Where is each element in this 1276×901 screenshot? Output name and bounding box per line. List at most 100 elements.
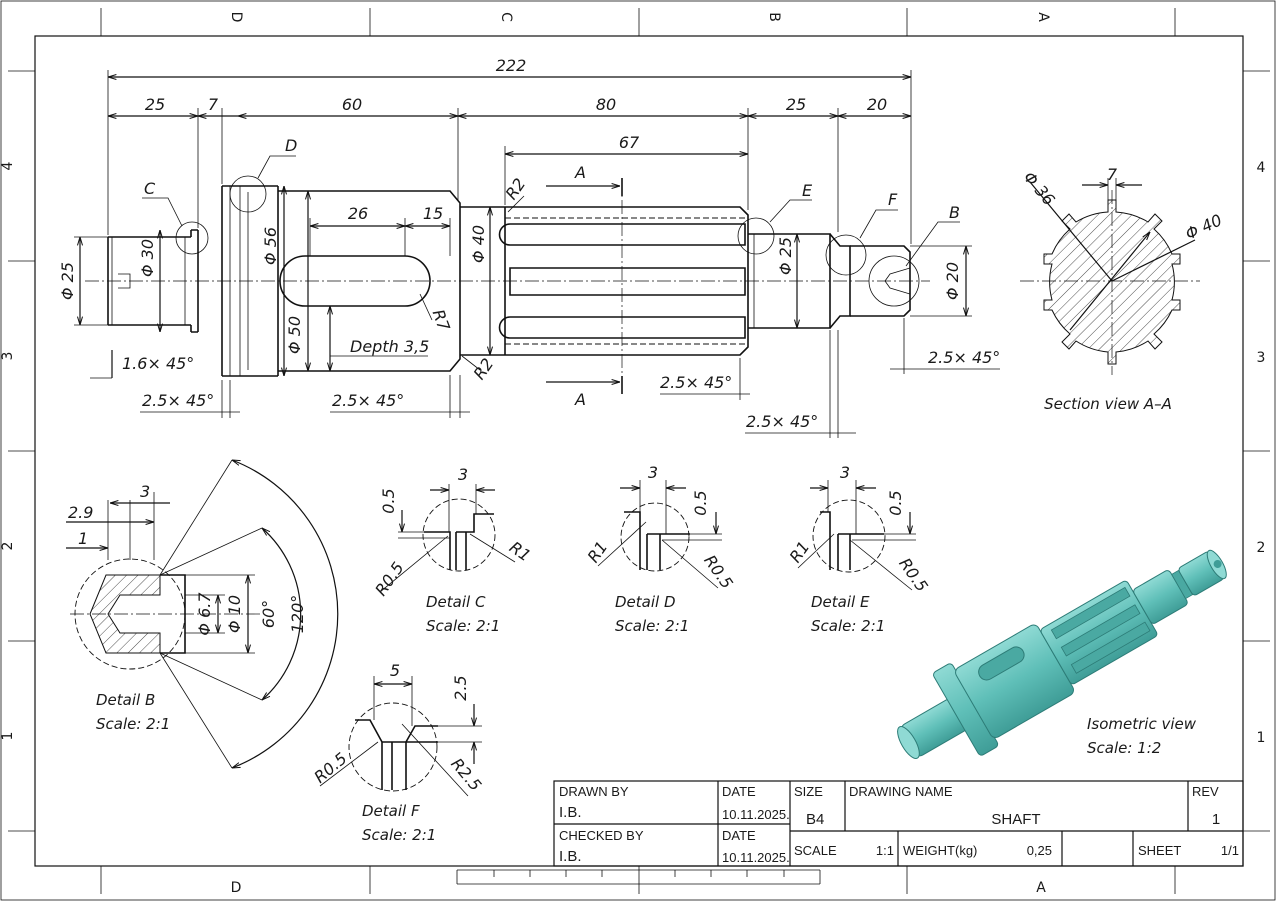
detail-c: 3 0.5 R1 R0.5 Detail C Scale: 2:1 — [371, 465, 534, 635]
section-mark-top: A — [574, 163, 586, 182]
section-d36: Φ 36 — [1020, 168, 1059, 209]
dim-spline-length: 67 — [619, 133, 640, 152]
detail-f-r25: R2.5 — [447, 754, 485, 794]
dim-overall-length: 222 — [496, 56, 527, 75]
tb-date-2: 10.11.2025. — [722, 850, 790, 865]
detail-c-r1: R1 — [506, 538, 534, 566]
zone-row-left-3: 3 — [0, 352, 16, 361]
tb-size: B4 — [806, 811, 824, 828]
dim-seg-6: 20 — [867, 95, 887, 114]
tb-sheet: 1/1 — [1221, 843, 1239, 858]
dim-d25-right: Φ 25 — [776, 237, 795, 275]
tb-date-1: 10.11.2025. — [722, 807, 790, 822]
detail-b-scale: Scale: 2:1 — [96, 715, 170, 733]
dim-chamfer-spline: 2.5× 45° — [660, 373, 732, 392]
detail-f-height: 2.5 — [451, 675, 470, 700]
dim-seg-2: 7 — [208, 95, 219, 114]
detail-b-120deg: 120° — [288, 595, 307, 634]
callout-c: C — [144, 179, 156, 198]
callout-d: D — [285, 136, 297, 155]
dim-d56: Φ 56 — [261, 227, 280, 265]
dim-slot-depth: Depth 3,5 — [350, 337, 429, 356]
isometric-scale: Scale: 1:2 — [1087, 739, 1161, 757]
isometric-view: Isometric view Scale: 1:2 — [897, 549, 1227, 759]
zone-col-top-b: B — [766, 12, 782, 22]
zone-row-left-4: 4 — [0, 161, 16, 170]
zone-col-top-d: D — [228, 12, 244, 23]
tb-date-label-1: DATE — [722, 784, 756, 799]
detail-c-height: 0.5 — [379, 488, 398, 513]
tb-drawn-by: I.B. — [559, 804, 582, 821]
detail-b-title: Detail B — [96, 691, 155, 709]
section-view: Φ 36 Φ 40 7 Section view A–A — [1020, 165, 1225, 413]
detail-c-r05: R0.5 — [371, 558, 408, 599]
detail-f: 5 2.5 R0.5 R2.5 Detail F Scale: 2:1 — [310, 661, 485, 844]
callout-f: F — [888, 190, 898, 209]
detail-e-height: 0.5 — [886, 490, 905, 515]
section-view-title: Section view A–A — [1044, 395, 1172, 413]
detail-b-60deg: 60° — [259, 600, 278, 628]
zone-labels: D C B A D A 4 3 2 1 4 3 2 1 — [0, 12, 1266, 896]
zone-row-right-3: 3 — [1257, 350, 1266, 366]
section-mark-bottom: A — [574, 390, 586, 409]
detail-d-r1: R1 — [584, 538, 612, 566]
detail-e-r1: R1 — [786, 538, 814, 566]
title-block: DRAWN BY I.B. CHECKED BY I.B. DATE 10.11… — [553, 780, 1244, 867]
dim-chamfer-right: 2.5× 45° — [928, 348, 1000, 367]
tb-weight: 0,25 — [1027, 843, 1052, 858]
zone-row-right-4: 4 — [1257, 160, 1266, 176]
detail-b: 2.9 3 1 Φ 6.7 Φ 10 60° 120° Detail B Sca… — [66, 460, 339, 768]
callout-b: B — [949, 203, 960, 222]
zone-col-bottom-d: D — [231, 880, 242, 896]
dim-r2-bottom: R2 — [470, 355, 498, 383]
zone-col-top-c: C — [498, 12, 514, 22]
isometric-shaft-image — [897, 549, 1227, 759]
tb-rev-label: REV — [1192, 784, 1219, 799]
detail-f-width: 5 — [390, 661, 400, 680]
dim-slot-position: 15 — [423, 204, 443, 223]
dim-slot-length: 26 — [348, 204, 368, 223]
zone-col-top-a: A — [1035, 12, 1051, 22]
tb-scale: 1:1 — [876, 843, 894, 858]
dim-seg-4: 80 — [596, 95, 616, 114]
detail-f-title: Detail F — [362, 802, 420, 820]
detail-b-2-9: 2.9 — [68, 503, 93, 522]
dim-r7: R7 — [429, 307, 454, 334]
dim-d25-left: Φ 25 — [58, 262, 77, 300]
tb-drawing-name: SHAFT — [991, 811, 1040, 828]
dim-chamfer-1-6: 1.6× 45° — [122, 354, 194, 373]
section-d40: Φ 40 — [1182, 210, 1225, 243]
zone-row-right-2: 2 — [1257, 540, 1266, 556]
dim-seg-3: 60 — [342, 95, 362, 114]
dim-d30: Φ 30 — [138, 239, 157, 277]
tb-date-label-2: DATE — [722, 828, 756, 843]
dim-r2-top: R2 — [502, 175, 530, 203]
detail-e-scale: Scale: 2:1 — [811, 617, 885, 635]
detail-c-title: Detail C — [426, 593, 486, 611]
detail-e-r05: R0.5 — [895, 554, 932, 595]
detail-d-scale: Scale: 2:1 — [615, 617, 689, 635]
detail-f-scale: Scale: 2:1 — [362, 826, 436, 844]
dim-d20: Φ 20 — [943, 262, 962, 300]
tb-rev: 1 — [1212, 811, 1220, 828]
dim-chamfer-right-low: 2.5× 45° — [746, 412, 818, 431]
dim-seg-1: 25 — [145, 95, 165, 114]
tb-sheet-label: SHEET — [1138, 843, 1181, 858]
detail-b-d10: Φ 10 — [225, 595, 244, 633]
detail-e-width: 3 — [840, 463, 850, 482]
main-view-dimensions: 222 25 7 60 80 25 20 67 26 15 Φ 25 Φ 30 … — [58, 56, 1000, 431]
zone-row-left-2: 2 — [0, 542, 16, 551]
detail-f-r05: R0.5 — [310, 749, 350, 787]
callout-e: E — [802, 181, 813, 200]
main-view — [74, 70, 1000, 438]
section-key-width: 7 — [1107, 165, 1118, 184]
detail-e: 3 0.5 R1 R0.5 Detail E Scale: 2:1 — [786, 463, 932, 635]
detail-d: 3 0.5 R1 R0.5 Detail D Scale: 2:1 — [584, 463, 737, 635]
detail-b-3: 3 — [140, 482, 150, 501]
detail-d-height: 0.5 — [691, 490, 710, 515]
dim-chamfer-mid: 2.5× 45° — [332, 391, 404, 410]
zone-row-right-1: 1 — [1257, 730, 1266, 746]
detail-e-title: Detail E — [811, 593, 870, 611]
zone-col-bottom-a: A — [1036, 880, 1046, 896]
